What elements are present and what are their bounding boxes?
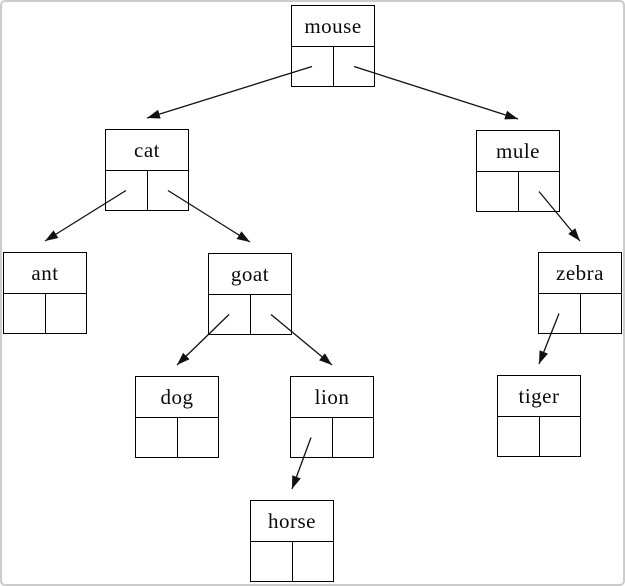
tree-node-mule: mule xyxy=(476,130,560,212)
pointer-cells xyxy=(251,541,333,581)
pointer-cells xyxy=(291,417,373,457)
pointer-cells xyxy=(539,293,621,333)
left-pointer-cell xyxy=(498,417,539,456)
node-label: zebra xyxy=(556,260,604,285)
right-pointer-cell xyxy=(291,542,334,581)
left-pointer-cell xyxy=(539,294,580,333)
right-pointer-cell xyxy=(538,417,581,456)
node-label: cat xyxy=(134,137,160,162)
node-label: mouse xyxy=(304,13,362,38)
tree-node-goat: goat xyxy=(208,253,292,335)
node-label: dog xyxy=(160,384,194,409)
right-pointer-cell xyxy=(249,295,292,334)
node-label: lion xyxy=(314,384,350,409)
tree-node-zebra: zebra xyxy=(538,252,622,334)
left-pointer-cell xyxy=(136,418,177,457)
left-pointer-cell xyxy=(291,418,332,457)
right-pointer-cell xyxy=(146,171,189,210)
left-pointer-cell xyxy=(4,294,45,333)
pointer-cells xyxy=(292,46,374,86)
left-pointer-cell xyxy=(106,171,147,210)
pointer-cells xyxy=(498,416,580,456)
node-label: goat xyxy=(230,261,270,286)
tree-node-ant: ant xyxy=(3,252,87,334)
node-label: tiger xyxy=(518,383,560,408)
right-pointer-cell xyxy=(579,294,622,333)
node-label: mule xyxy=(496,138,540,163)
tree-node-horse: horse xyxy=(250,500,334,582)
left-pointer-cell xyxy=(292,47,333,86)
pointer-cells xyxy=(209,294,291,334)
tree-node-tiger: tiger xyxy=(497,375,581,457)
pointer-cells xyxy=(477,171,559,211)
right-pointer-cell xyxy=(332,47,375,86)
pointer-cells xyxy=(106,170,188,210)
tree-node-lion: lion xyxy=(290,376,374,458)
left-pointer-cell xyxy=(209,295,250,334)
node-label: horse xyxy=(268,508,316,533)
right-pointer-cell xyxy=(517,172,560,211)
right-pointer-cell xyxy=(176,418,219,457)
pointer-cells xyxy=(136,417,218,457)
node-label: ant xyxy=(31,260,59,285)
right-pointer-cell xyxy=(44,294,87,333)
pointer-cells xyxy=(4,293,86,333)
right-pointer-cell xyxy=(331,418,374,457)
left-pointer-cell xyxy=(477,172,518,211)
tree-node-cat: cat xyxy=(105,129,189,211)
tree-node-mouse: mouse xyxy=(291,5,375,87)
tree-node-dog: dog xyxy=(135,376,219,458)
left-pointer-cell xyxy=(251,542,292,581)
